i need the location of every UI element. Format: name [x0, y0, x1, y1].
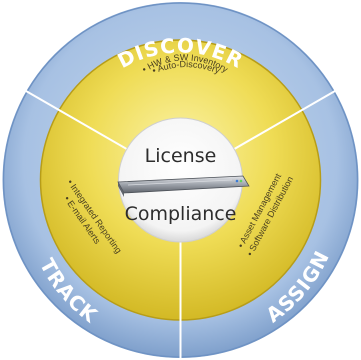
center-title-line2: Compliance [125, 203, 237, 225]
server-rack-icon [117, 175, 250, 197]
center-title-line1: License [145, 145, 217, 167]
